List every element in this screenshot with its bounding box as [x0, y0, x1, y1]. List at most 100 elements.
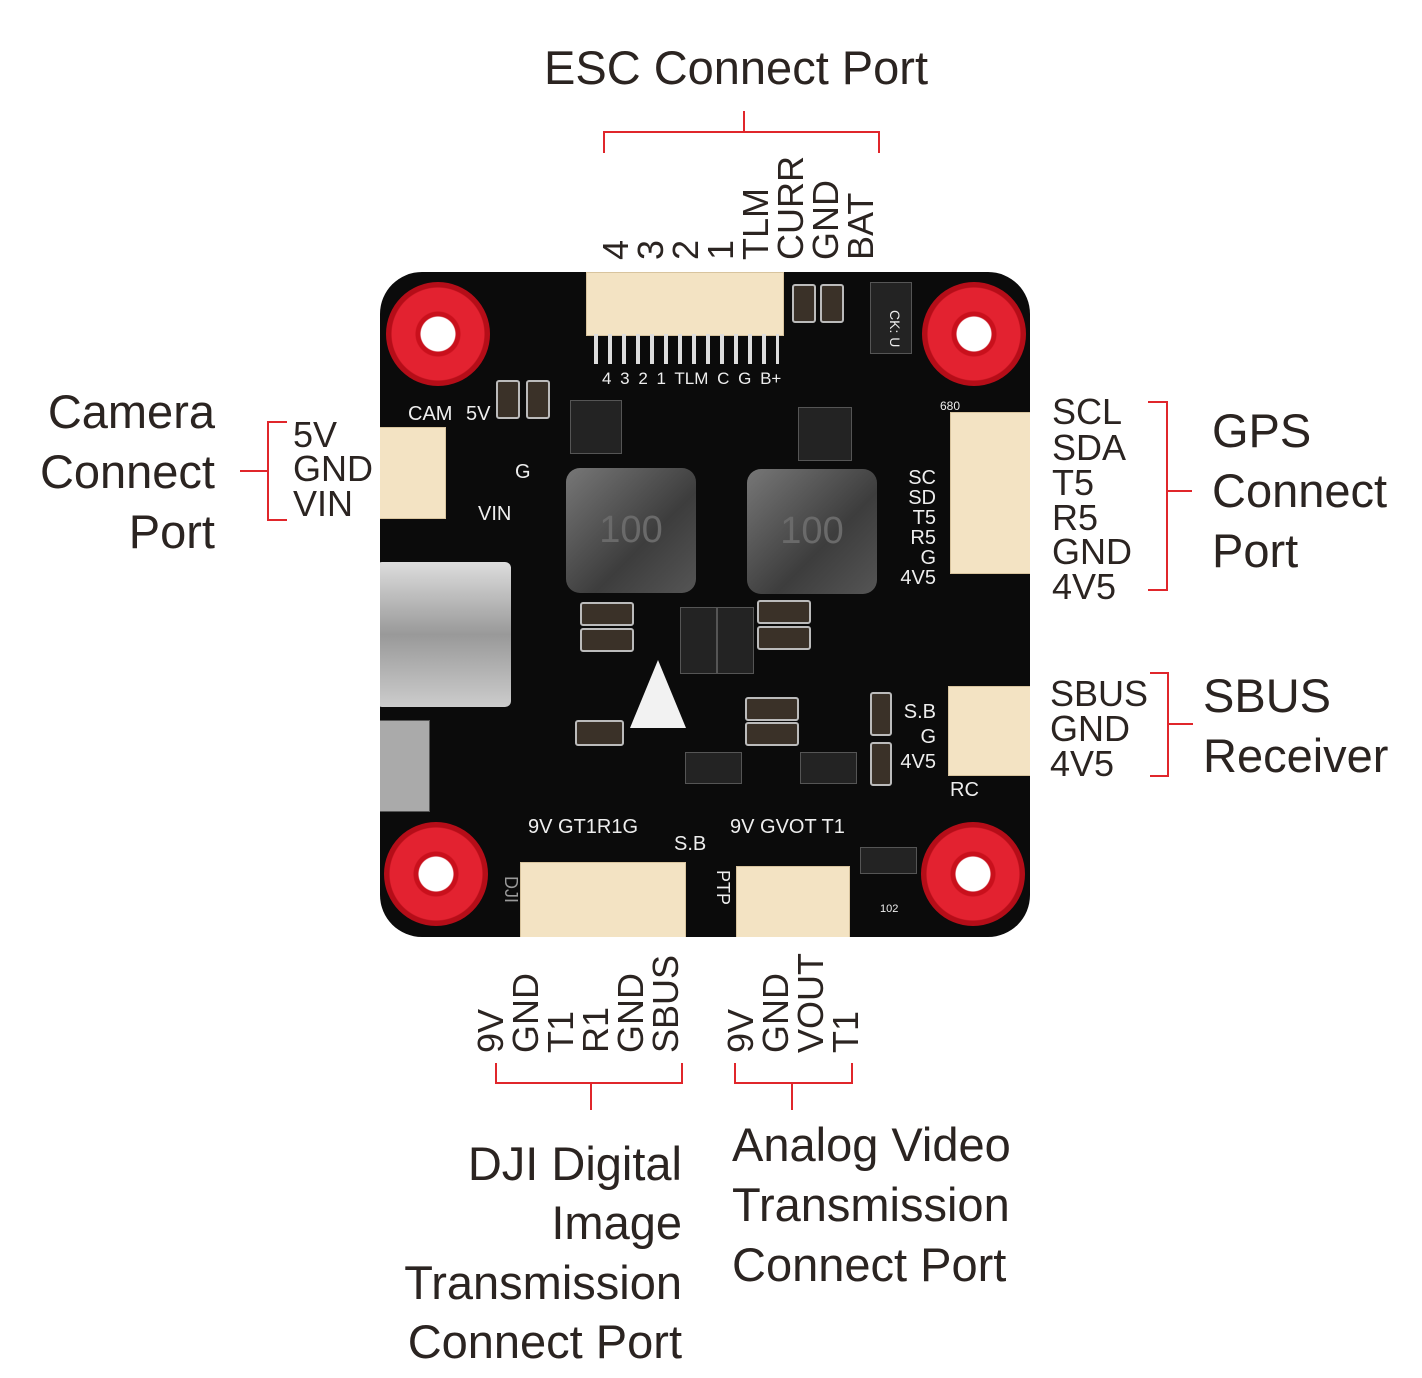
gps-pin: 4V5: [1052, 566, 1117, 607]
gps-pin: SDA: [1052, 427, 1127, 468]
capacitor: [496, 380, 520, 419]
gps-pin: R5: [1052, 497, 1099, 538]
dji-bracket-tick: [681, 1063, 683, 1083]
esc-pin: 1: [700, 239, 741, 260]
camera-pin: 5V: [293, 414, 338, 455]
ic-chip: [570, 400, 622, 454]
capacitor: [580, 602, 634, 626]
analog-vtx-connector: [736, 866, 850, 937]
silk-esc-pins: 4 3 2 1 TLM C G B+: [602, 369, 782, 388]
esc-bracket-tick: [743, 111, 745, 132]
inductor: 100: [566, 468, 696, 593]
analog-bracket: [734, 1082, 853, 1084]
silk-dji-sb: S.B: [674, 833, 707, 855]
analog-title-line: Connect Port: [732, 1238, 1007, 1291]
silk-5v: 5V: [466, 403, 491, 425]
camera-pin: GND: [293, 448, 373, 489]
silk-dji-pins: 9V GT1R1G: [528, 816, 639, 838]
dji-pin: GND: [610, 973, 651, 1053]
silk-cam: CAM: [408, 403, 453, 425]
sbus-pin: 4V5: [1050, 743, 1115, 784]
mount-hole: [922, 282, 1026, 386]
camera-connector: [380, 427, 446, 519]
esc-title: ESC Connect Port: [544, 41, 929, 94]
gps-connector: [950, 412, 1030, 574]
brand-arrow-logo: [630, 660, 686, 728]
dji-bracket-tick: [495, 1063, 497, 1083]
dji-title-line: Transmission: [404, 1256, 682, 1309]
analog-bracket-tick: [791, 1082, 793, 1110]
dji-title-line: Connect Port: [407, 1315, 682, 1368]
capacitor: [820, 284, 844, 323]
analog-pin: 9V: [720, 1008, 761, 1053]
capacitor: [870, 742, 892, 786]
flight-controller-board: 100 100 CAM 5V G VIN 680 RC 9V GT1R1G S.…: [380, 272, 1030, 937]
silk-dji-name: DJI: [501, 876, 521, 903]
esc-bracket: [603, 131, 880, 133]
usb-c-port: [380, 562, 511, 707]
analog-title-line: Transmission: [732, 1178, 1010, 1231]
analog-title-line: Analog Video: [732, 1118, 1011, 1171]
camera-bracket: [240, 470, 268, 472]
dji-bracket-tick: [590, 1082, 592, 1110]
transistor: [860, 847, 917, 874]
sbus-bracket-tick: [1150, 672, 1169, 674]
capacitor: [757, 600, 811, 624]
capacitor: [575, 720, 624, 746]
capacitor: [757, 626, 811, 650]
esc-pin: CURR: [770, 156, 811, 260]
analog-bracket-tick: [851, 1063, 853, 1083]
dji-pin: GND: [505, 973, 546, 1053]
transistor: [800, 752, 857, 784]
gps-title-line: Port: [1212, 524, 1299, 577]
capacitor: [580, 628, 634, 652]
analog-pin: GND: [755, 973, 796, 1053]
gps-pin: T5: [1052, 462, 1095, 503]
dji-connector: [520, 862, 686, 937]
esc-connector: [586, 272, 784, 336]
esc-connector-pins: [594, 334, 779, 364]
inductor: 100: [747, 469, 877, 594]
dji-title-line: Image: [551, 1196, 682, 1249]
sbus-bracket-tick: [1167, 723, 1193, 725]
analog-pin: VOUT: [790, 952, 831, 1053]
diode: [870, 282, 912, 354]
dji-title-line: DJI Digital: [467, 1137, 682, 1190]
esc-pin: 4: [595, 239, 636, 260]
silk-vin: VIN: [478, 503, 512, 525]
gps-title-line: GPS: [1212, 404, 1312, 457]
gps-pin: SCL: [1052, 391, 1123, 432]
analog-bracket-tick: [734, 1063, 736, 1083]
capacitor: [870, 692, 892, 736]
gps-title-line: Connect: [1212, 464, 1388, 517]
camera-title-line: Connect: [39, 445, 215, 498]
silk-gps-pins: SC SD T5 R5 G 4V5: [900, 467, 936, 589]
ic-chip: [798, 407, 852, 461]
camera-bracket-tick: [267, 421, 287, 423]
gps-pin: GND: [1052, 531, 1132, 572]
camera-title-line: Port: [128, 505, 215, 558]
analog-pin: T1: [825, 1010, 866, 1053]
gps-bracket-tick: [1148, 589, 1168, 591]
mount-hole: [384, 822, 488, 926]
dji-pin: SBUS: [645, 954, 686, 1053]
esc-pin: BAT: [840, 192, 881, 260]
esc-pin: GND: [805, 180, 846, 260]
silk-102: 102: [880, 903, 899, 915]
esc-pin: 2: [665, 239, 706, 260]
boot-button: [380, 720, 430, 812]
capacitor: [745, 722, 799, 746]
dji-bracket: [495, 1082, 683, 1084]
capacitor: [526, 380, 550, 419]
gps-bracket-tick: [1148, 401, 1168, 403]
diode: [717, 607, 754, 674]
silk-ck: CK: U: [887, 310, 903, 348]
silk-ptp: PTP: [713, 870, 733, 906]
camera-bracket-tick: [267, 519, 287, 521]
capacitor: [792, 284, 816, 323]
camera-pin: VIN: [293, 483, 354, 524]
silk-g: G: [515, 461, 531, 483]
sbus-bracket-tick: [1150, 775, 1169, 777]
sbus-pin: SBUS: [1050, 673, 1149, 714]
